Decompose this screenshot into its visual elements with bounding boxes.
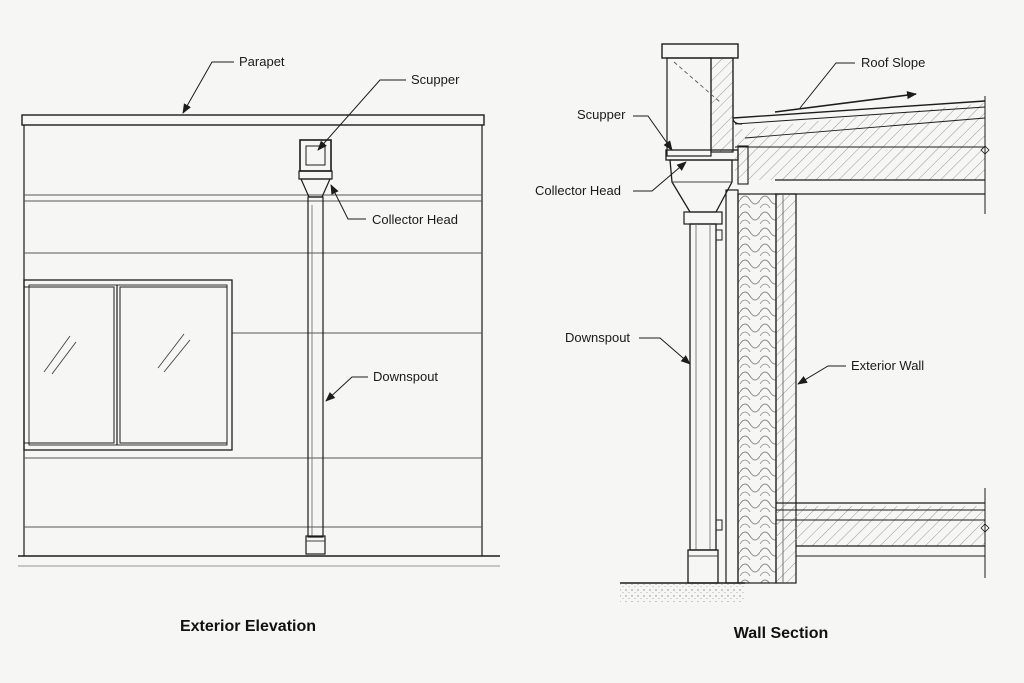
floor-slab: [776, 488, 990, 578]
downspout-label-right: Downspout: [565, 330, 630, 345]
roof-assembly: [732, 96, 990, 214]
wall-section-title: Wall Section: [734, 625, 829, 642]
wall-panel-joints: [24, 194, 482, 528]
parapet-cap: [21, 114, 485, 126]
wall-section: Roof Slope Scupper Collector Head Downsp…: [535, 43, 990, 642]
section-downspout: [687, 223, 723, 584]
exterior-elevation: Parapet Scupper Collector Head Downspout…: [18, 54, 500, 635]
scupper-label-left: Scupper: [411, 72, 460, 87]
parapet-section: [661, 43, 743, 157]
section-leaders: [633, 62, 855, 385]
roof-slope-label: Roof Slope: [861, 55, 925, 70]
roof-slope-arrow: [774, 91, 917, 113]
section-ground: [620, 582, 745, 602]
exterior-elevation-title: Exterior Elevation: [180, 618, 316, 635]
collector-head-label-left: Collector Head: [372, 212, 458, 227]
window: [23, 279, 233, 451]
collector-head-label-right: Collector Head: [535, 183, 621, 198]
exterior-wall-section: [725, 189, 797, 584]
elevation-scupper: [299, 139, 332, 172]
elevation-collector-head: [298, 170, 333, 198]
elevation-leaders: [182, 61, 406, 402]
downspout-label-left: Downspout: [373, 369, 438, 384]
scupper-label-right: Scupper: [577, 107, 626, 122]
section-collector-head: [665, 145, 749, 225]
elevation-downspout: [305, 196, 326, 555]
exterior-wall-label: Exterior Wall: [851, 358, 924, 373]
parapet-label: Parapet: [239, 54, 285, 69]
